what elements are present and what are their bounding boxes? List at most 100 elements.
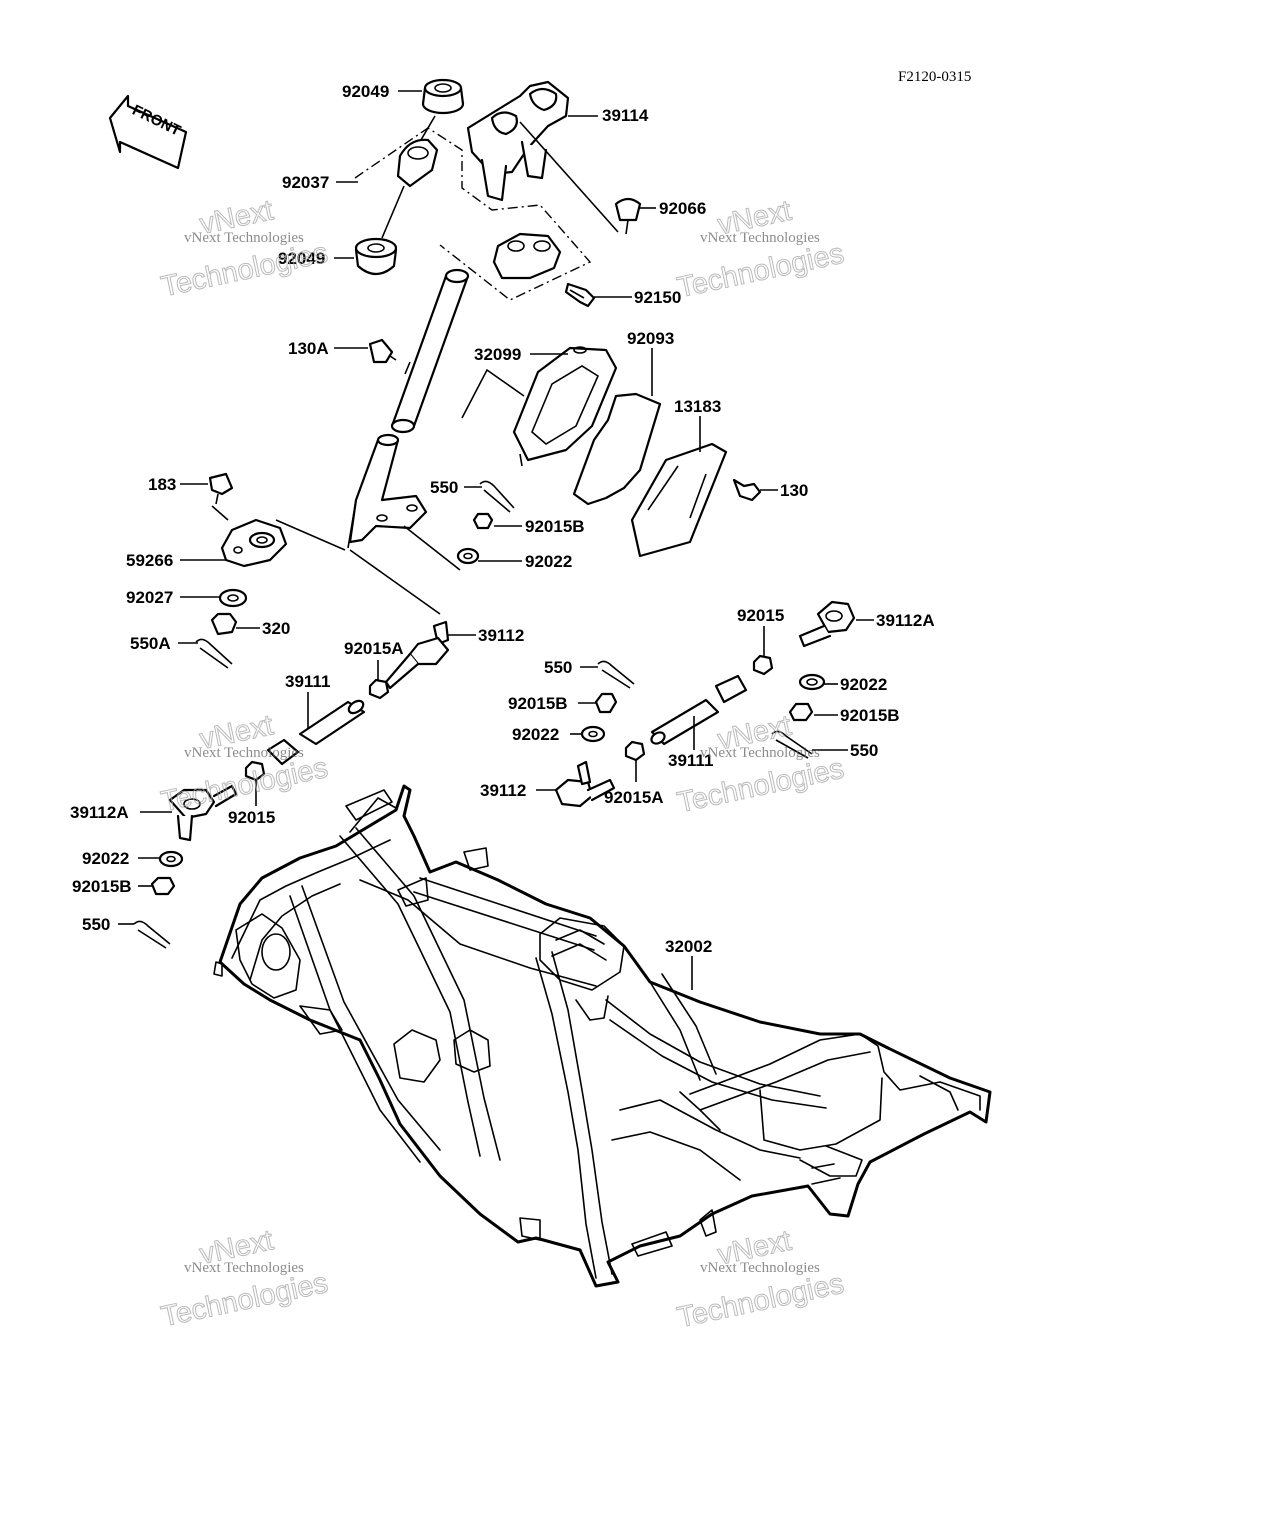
handlebar-holder-39114 [466,80,570,202]
callout-labels: 92049 39114 92037 92066 92049 92150 130A… [70,82,935,956]
callout-92049-lower: 92049 [278,249,325,268]
watermark-bottom-right: vNext Technologies vNext Technologies [674,1224,847,1334]
callout-92066: 92066 [659,199,706,218]
callout-39111-b: 39111 [668,751,713,770]
watermark-text: Technologies [675,238,847,304]
tie-rod-39111-a [266,699,366,766]
callout-550-d: 550 [82,915,110,934]
watermark-text: Technologies [675,1268,847,1334]
callout-320: 320 [262,619,290,638]
flange-59266 [220,518,288,568]
cotter-pin-550-a [479,480,515,513]
callout-92022-c: 92022 [512,725,559,744]
callout-92015B-b: 92015B [840,706,900,725]
callout-92015A-b: 92015A [604,788,664,807]
callout-130: 130 [780,481,808,500]
callout-550-b: 550 [544,658,572,677]
gasket-92093 [572,392,662,506]
callout-39112-b: 39112 [480,781,526,800]
front-arrow-icon: FRONT [108,94,188,170]
callout-92015B-a: 92015B [525,517,585,536]
bolt-130 [732,478,762,502]
callout-39112A-l: 39112A [70,803,129,822]
callout-39114: 39114 [602,106,649,125]
bolt-130A [368,338,397,364]
steering-upper-assembly [354,78,642,308]
plate-13183 [630,442,728,558]
watermark-text: vNext Technologies [184,230,304,246]
watermark-mid-left: vNext Technologies vNext Technologies [158,709,331,819]
callout-32002: 32002 [665,937,712,956]
callout-92049-top: 92049 [342,82,389,101]
tie-rod-end-39112-b [554,760,616,808]
callout-59266: 59266 [126,551,173,570]
cotter-pin-550-d [133,920,171,949]
callout-32099: 32099 [474,345,521,364]
cotter-pin-550-b [597,660,635,689]
callout-92022-a: 92022 [525,552,572,571]
watermark-text: Technologies [158,237,330,303]
callout-550A: 550A [130,634,171,653]
washer-92022-b [798,673,826,691]
grommet-92049-lower [354,237,398,276]
callout-92015-a: 92015 [228,808,275,827]
cap-92066 [614,197,642,235]
nut-92015B-d [150,876,176,896]
callout-92027: 92027 [126,588,173,607]
watermark-text: Technologies [158,1267,330,1333]
callout-92093: 92093 [627,329,674,348]
watermark-text: vNext Technologies [184,745,304,761]
washer-92027 [218,588,248,608]
callout-13183: 13183 [674,397,721,416]
nut-92015A-a [368,678,390,700]
nut-92015B-c [594,692,618,714]
callout-183: 183 [148,475,176,494]
tie-rod-end-39112A-r [798,600,856,648]
washer-92022-d [158,850,184,868]
tie-rod-39111-b [650,674,748,746]
bolt-92150 [564,282,596,308]
nut-92015B-a [472,512,494,530]
box-32099 [512,346,618,467]
holder-lower [492,232,562,280]
tie-rod-end-39112A-l [168,784,238,842]
callout-550-a: 550 [430,478,458,497]
callout-92022-b: 92022 [840,675,887,694]
watermark-text: vNext Technologies [700,1260,820,1276]
watermark-bottom-left: vNext Technologies vNext Technologies [158,1224,331,1334]
steering-shaft [347,268,470,549]
nut-92015B-b [788,702,814,722]
watermark-text: vNext Technologies [184,1260,304,1276]
callout-39111-a: 39111 [285,672,330,691]
watermark-text: vNext Technologies [700,745,820,761]
clamp-92037 [396,138,439,188]
callout-92037: 92037 [282,173,329,192]
cotter-pin-550-c [771,730,813,759]
callout-92022-d: 92022 [82,849,129,868]
washer-92022-c [580,725,606,743]
callout-550-c: 550 [850,741,878,760]
diagram-code: F2120-0315 [898,69,971,85]
callout-92015B-c: 92015B [508,694,568,713]
callout-92015-b: 92015 [737,606,784,625]
washer-92022-a [456,547,480,565]
cotter-pin-550A [195,638,233,669]
callout-39112-a: 39112 [478,626,524,645]
bolt-183 [208,472,234,505]
watermark-top-left: vNext Technologies vNext Technologies [158,194,331,304]
nut-320 [210,612,238,636]
nut-92015-b [752,654,774,676]
grommet-92049-top [421,78,465,115]
callout-92015B-d: 92015B [72,877,132,896]
nut-92015-a [244,760,266,782]
callout-39112A-r: 39112A [876,611,935,630]
nut-92015A-b [624,740,646,762]
tie-rod-end-39112-a [384,620,450,690]
leader-lines [118,90,874,990]
callout-130A: 130A [288,339,329,358]
callout-92015A-a: 92015A [344,639,404,658]
frame-32002 [213,784,992,1288]
watermark-text: vNext Technologies [700,230,820,246]
callout-92150: 92150 [634,288,681,307]
